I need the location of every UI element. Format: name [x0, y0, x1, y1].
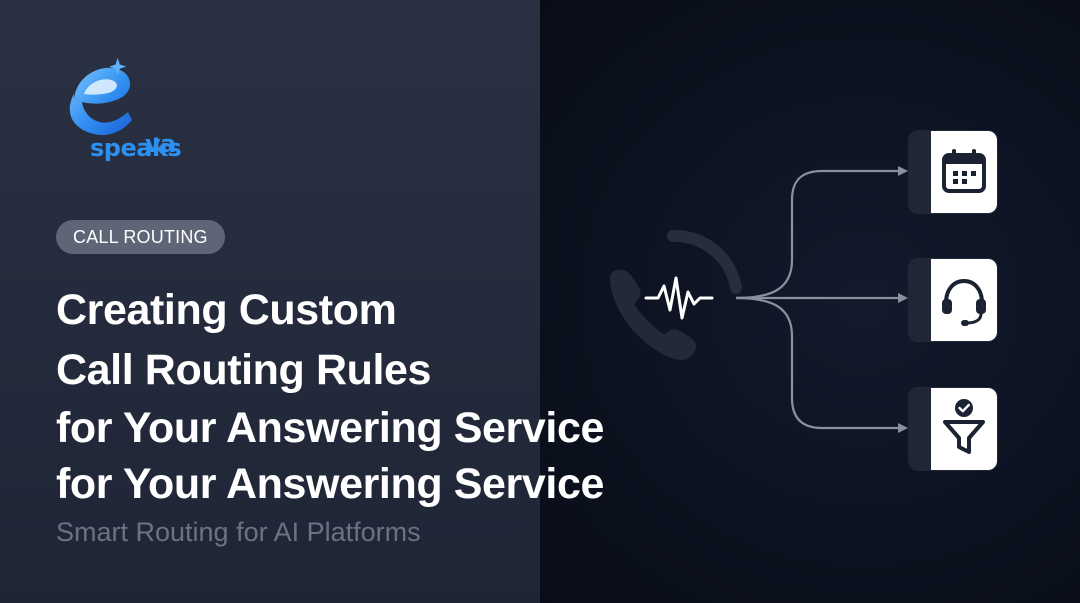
logo-text-va: va: [145, 130, 176, 158]
eva-speaks-logo: va speaks: [52, 48, 192, 168]
filter-check-icon: [943, 399, 985, 454]
page-title: Creating Custom Call Routing Rules for Y…: [56, 280, 604, 512]
title-line-2: Call Routing Rules: [56, 346, 432, 394]
routing-diagram: [540, 0, 1080, 603]
routing-connectors: [610, 166, 908, 433]
subtitle: Smart Routing for AI Platforms: [56, 517, 421, 547]
destination-calendar: [909, 131, 997, 213]
headset-icon: [942, 278, 986, 326]
phone-icon: [610, 229, 742, 360]
title-line-1: Creating Custom: [56, 286, 397, 334]
destination-filter: [909, 388, 997, 470]
category-badge: CALL ROUTING: [56, 220, 225, 254]
logo-e-mark-icon: [69, 57, 132, 136]
destination-live-agent: [909, 259, 997, 341]
calendar-icon: [942, 149, 986, 193]
logo-text-speaks: speaks: [90, 134, 182, 162]
title-line-4: for Your Answering Service: [56, 460, 604, 508]
title-line-3: for Your Answering Service: [56, 404, 604, 452]
waveform-icon: [644, 276, 714, 320]
